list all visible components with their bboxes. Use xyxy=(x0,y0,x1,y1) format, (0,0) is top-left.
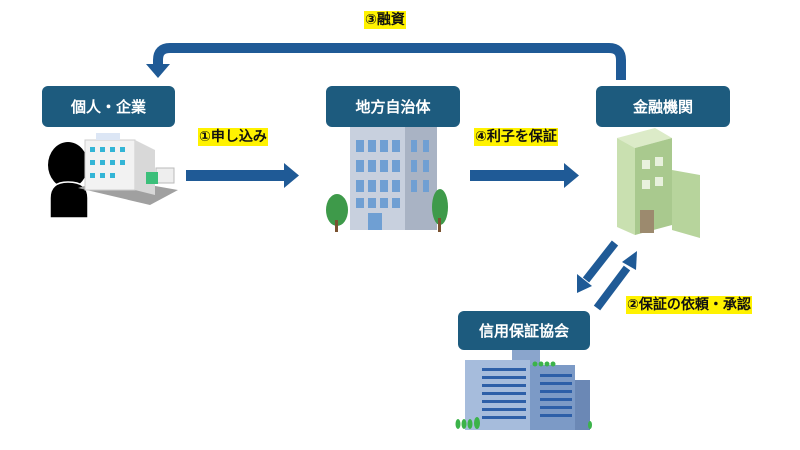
arrow-apply xyxy=(186,170,286,181)
step1-label: ①申し込み xyxy=(198,128,268,146)
node-local-government: 地方自治体 xyxy=(326,86,460,127)
arrow-interest xyxy=(470,170,566,181)
step3-label: ③融資 xyxy=(364,11,406,29)
government-building-icon xyxy=(326,127,448,232)
arrow-approval xyxy=(593,265,631,311)
arrow-request xyxy=(582,240,619,283)
node-financial-institution: 金融機関 xyxy=(596,86,730,127)
node-applicant: 個人・企業 xyxy=(42,86,175,127)
arrow-approval-head xyxy=(622,251,637,270)
person-icon xyxy=(48,142,89,219)
arrow-loan-head xyxy=(146,64,170,78)
node-credit-guarantee: 信用保証協会 xyxy=(458,311,590,350)
association-building-icon xyxy=(455,350,592,430)
arrow-request-head xyxy=(577,274,592,293)
bank-building-icon xyxy=(617,128,700,238)
arrow-loan xyxy=(153,43,626,80)
step2-label: ②保証の依頼・承認 xyxy=(626,296,752,314)
arrow-interest-head xyxy=(564,163,579,188)
step4-label: ④利子を保証 xyxy=(474,128,558,146)
company-building-icon xyxy=(78,133,178,205)
arrow-apply-head xyxy=(284,163,299,188)
